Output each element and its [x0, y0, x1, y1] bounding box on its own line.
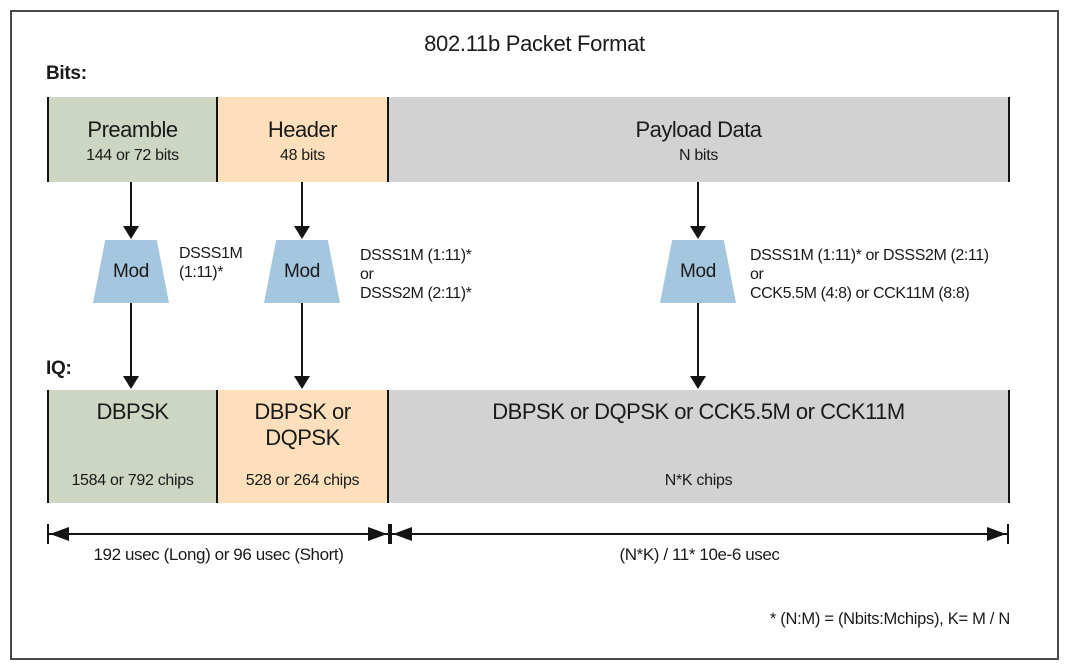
dimension-tick: [388, 524, 390, 544]
duration-label-payload: (N*K) / 11* 10e-6 usec: [619, 545, 780, 564]
arrowhead-icon: [123, 226, 139, 239]
arrowhead-right-icon: [987, 526, 1006, 541]
annotation-line: CCK5.5M (4:8) or CCK11M (8:8): [750, 285, 970, 302]
block-title: DBPSK: [96, 399, 169, 424]
modulator-label: Mod: [679, 260, 717, 282]
duration-arrow-payload: [390, 524, 1009, 544]
block-title: Header: [267, 116, 338, 142]
diagram-title: 802.11b Packet Format: [424, 31, 645, 56]
block-title: DBPSK or DQPSK or CCK5.5M or CCK11M: [492, 399, 905, 424]
bits-row: Preamble 144 or 72 bits Header 48 bits P…: [47, 97, 1010, 182]
iq-block-preamble: DBPSK 1584 or 792 chips: [47, 390, 216, 503]
block-subtitle: 1584 or 792 chips: [71, 472, 194, 489]
down-arrow-header-to-mod: [294, 182, 310, 239]
block-title: DBPSK or DQPSK: [254, 399, 351, 450]
annotation-line: or: [750, 266, 764, 283]
iq-row-label: IQ:: [46, 358, 72, 379]
down-arrow-mod-to-iq-header: [294, 303, 310, 389]
arrowhead-icon: [123, 376, 139, 389]
dimension-line: [392, 533, 1007, 535]
annotation-line: DSSS1M (1:11)*: [360, 247, 472, 264]
dimension-tick: [390, 524, 392, 544]
annotation-line: (1:11)*: [179, 264, 224, 281]
arrowhead-right-icon: [368, 526, 387, 541]
dimension-line: [49, 533, 388, 535]
dimension-tick: [47, 524, 49, 544]
block-subtitle: 528 or 264 chips: [245, 472, 360, 489]
arrowhead-icon: [294, 376, 310, 389]
modulation-annotation-preamble: DSSS1M (1:11)*: [179, 244, 243, 282]
down-arrow-preamble-to-mod: [123, 182, 139, 239]
modulator-block-preamble: Mod: [93, 240, 169, 303]
down-arrow-mod-to-iq-payload: [690, 303, 706, 389]
arrowhead-icon: [690, 226, 706, 239]
modulator-label: Mod: [112, 260, 150, 282]
iq-row: DBPSK 1584 or 792 chips DBPSK or DQPSK 5…: [47, 390, 1010, 503]
arrowhead-icon: [294, 226, 310, 239]
modulation-annotation-header: DSSS1M (1:11)* or DSSS2M (2:11)*: [360, 246, 472, 303]
iq-block-header: DBPSK or DQPSK 528 or 264 chips: [216, 390, 387, 503]
diagram-frame: [10, 10, 1059, 660]
arrowhead-icon: [690, 376, 706, 389]
duration-label-preamble-header: 192 usec (Long) or 96 usec (Short): [93, 545, 344, 564]
modulator-block-payload: Mod: [660, 240, 736, 303]
modulator-block-header: Mod: [264, 240, 340, 303]
annotation-line: DSSS2M (2:11)*: [360, 285, 472, 302]
iq-block-payload: DBPSK or DQPSK or CCK5.5M or CCK11M N*K …: [387, 390, 1008, 503]
annotation-line: or: [360, 266, 374, 283]
modulation-annotation-payload: DSSS1M (1:11)* or DSSS2M (2:11) or CCK5.…: [750, 246, 989, 303]
dimension-tick: [1007, 524, 1009, 544]
bits-block-header: Header 48 bits: [216, 97, 387, 182]
bits-row-label: Bits:: [46, 63, 87, 84]
block-title: Preamble: [87, 116, 178, 142]
block-subtitle: N bits: [678, 146, 719, 164]
block-subtitle: 144 or 72 bits: [86, 146, 179, 164]
block-subtitle: 48 bits: [279, 146, 326, 164]
footnote: * (N:M) = (Nbits:Mchips), K= M / N: [769, 610, 1010, 628]
block-subtitle: N*K chips: [664, 472, 733, 489]
modulator-label: Mod: [283, 260, 321, 282]
down-arrow-mod-to-iq-preamble: [123, 303, 139, 389]
block-title: Payload Data: [635, 116, 762, 142]
bits-block-preamble: Preamble 144 or 72 bits: [47, 97, 216, 182]
bits-block-payload: Payload Data N bits: [387, 97, 1008, 182]
annotation-line: DSSS1M (1:11)* or DSSS2M (2:11): [750, 247, 989, 264]
annotation-line: DSSS1M: [179, 245, 243, 262]
duration-arrow-preamble-header: [47, 524, 390, 544]
down-arrow-payload-to-mod: [690, 182, 706, 239]
